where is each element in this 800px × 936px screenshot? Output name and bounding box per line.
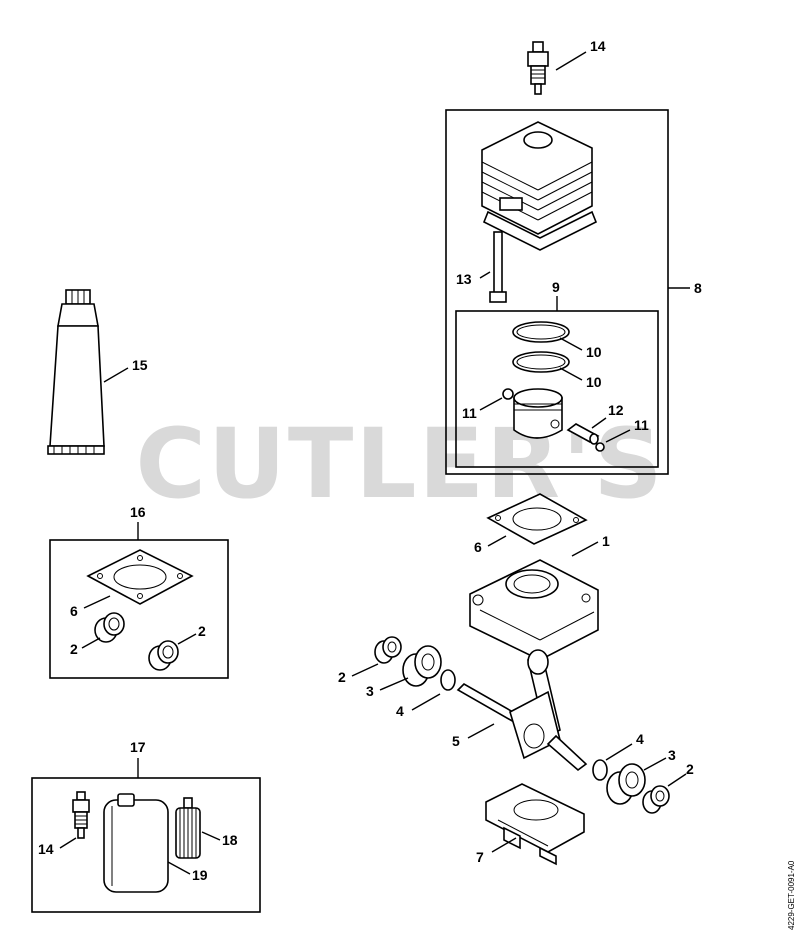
crankcase-upper-part[interactable] — [469, 559, 599, 661]
callout-2-right: 2 — [686, 761, 694, 777]
callout-4-left: 4 — [396, 703, 404, 719]
callout-13: 13 — [456, 271, 472, 287]
callout-9: 9 — [552, 279, 560, 295]
kit-box-16 — [49, 539, 229, 679]
callout-5: 5 — [452, 733, 460, 749]
fuel-filter-part[interactable] — [175, 797, 201, 859]
callout-15: 15 — [132, 357, 148, 373]
callout-14-kit: 14 — [38, 841, 54, 857]
callout-16: 16 — [130, 504, 146, 520]
callout-1: 1 — [602, 533, 610, 549]
bolt-part[interactable] — [489, 231, 507, 303]
callout-6-main: 6 — [474, 539, 482, 555]
oil-seal-kit-right-part[interactable] — [148, 640, 179, 671]
washer-right-part[interactable] — [592, 759, 608, 781]
callout-12: 12 — [608, 402, 624, 418]
callout-19: 19 — [192, 867, 208, 883]
callout-7: 7 — [476, 849, 484, 865]
callout-10-lower: 10 — [586, 374, 602, 390]
oil-seal-kit-left-part[interactable] — [94, 612, 125, 643]
piston-pin-part[interactable] — [566, 423, 600, 445]
kit-box-8 — [445, 109, 669, 475]
spark-plug-part[interactable] — [527, 41, 549, 95]
washer-left-part[interactable] — [440, 669, 456, 691]
circlip-left-part[interactable] — [502, 388, 514, 400]
gasket-kit-part[interactable] — [86, 549, 194, 605]
callout-8: 8 — [694, 280, 702, 296]
gasket-part[interactable] — [486, 493, 588, 545]
callout-10-upper: 10 — [586, 344, 602, 360]
spark-plug-kit-part[interactable] — [72, 791, 90, 839]
drawing-code: 4229-GET-0091-A0 — [787, 860, 796, 930]
callout-14-top: 14 — [590, 38, 606, 54]
crankshaft-part[interactable] — [456, 649, 588, 772]
oil-seal-right-part[interactable] — [642, 785, 670, 814]
piston-part[interactable] — [513, 388, 563, 439]
callout-3-left: 3 — [366, 683, 374, 699]
cylinder-part[interactable] — [481, 121, 598, 251]
callout-11-left: 11 — [462, 405, 477, 421]
piston-ring-upper-part[interactable] — [512, 321, 570, 343]
callout-3-right: 3 — [668, 747, 676, 763]
piston-ring-lower-part[interactable] — [512, 351, 570, 373]
ball-bearing-left-part[interactable] — [402, 645, 442, 687]
callout-18: 18 — [222, 832, 238, 848]
callout-6-kit: 6 — [70, 603, 78, 619]
kit-box-17 — [31, 777, 261, 913]
callout-2-left: 2 — [338, 669, 346, 685]
air-filter-part[interactable] — [103, 793, 169, 893]
callout-11-right: 11 — [634, 417, 649, 433]
watermark: CUTLER'S — [135, 408, 664, 520]
circlip-right-part[interactable] — [595, 442, 605, 452]
ball-bearing-right-part[interactable] — [606, 763, 646, 805]
callout-2-kit-right: 2 — [198, 623, 206, 639]
crankcase-lower-part[interactable] — [485, 783, 585, 866]
callout-2-kit-left: 2 — [70, 641, 78, 657]
oil-seal-left-part[interactable] — [374, 636, 402, 664]
callout-4-right: 4 — [636, 731, 644, 747]
grease-tube-part[interactable] — [47, 289, 105, 455]
callout-17: 17 — [130, 739, 146, 755]
